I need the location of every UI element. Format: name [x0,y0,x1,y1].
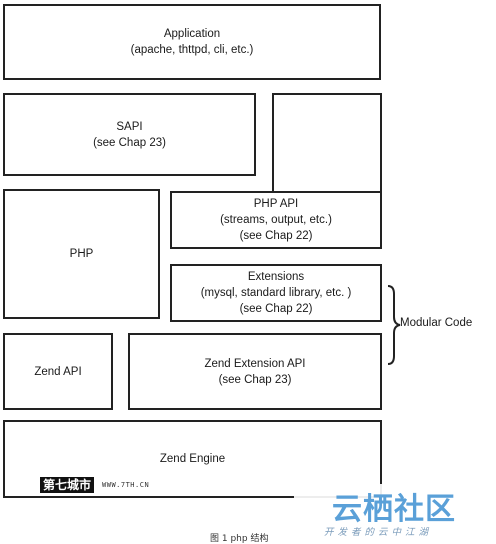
sapi-extension-box [272,93,382,193]
php-api-title: PHP API [253,198,299,210]
extensions-line3: (see Chap 22) [239,303,313,315]
php-api-line3: (see Chap 22) [239,230,313,242]
php-title: PHP [69,248,94,260]
php-api-box: PHP API (streams, output, etc.) (see Cha… [170,191,382,249]
application-title: Application [163,28,221,40]
watermark-7th-url: WWW.7TH.CN [102,481,150,489]
zend-extension-api-title: Zend Extension API [204,357,306,370]
sapi-title: SAPI [116,120,143,133]
zend-api-box: Zend API [3,333,113,410]
php-api-line2: (streams, output, etc.) [220,214,332,226]
php-box: PHP [3,189,160,319]
sapi-box: SAPI (see Chap 23) [3,93,256,176]
watermark-7th: 第七城市 WWW.7TH.CN [40,476,149,494]
modular-code-label: Modular Code [400,317,473,329]
figure-caption: 图 1 php 结构 [210,534,269,544]
zend-extension-api-subtitle: (see Chap 23) [218,373,292,386]
watermark-7th-text: 第七城市 [40,477,95,493]
zend-engine-title: Zend Engine [159,453,226,465]
watermark-yunqi-logo: 云栖社区 [332,492,456,527]
zend-extension-api-box: Zend Extension API (see Chap 23) [128,333,382,410]
extensions-title: Extensions [247,271,305,283]
sapi-subtitle: (see Chap 23) [93,136,166,149]
application-subtitle: (apache, thttpd, cli, etc.) [130,44,254,56]
application-box: Application (apache, thttpd, cli, etc.) [3,4,381,80]
zend-api-title: Zend API [34,365,82,378]
watermark-yunqi-slogan: 开发者的云中江湖 [324,527,433,538]
watermark-yunqi: 云栖社区 开发者的云中江湖 [294,484,496,540]
extensions-box: Extensions (mysql, standard library, etc… [170,264,382,322]
modular-code-brace [387,285,401,365]
extensions-line2: (mysql, standard library, etc. ) [200,287,352,299]
